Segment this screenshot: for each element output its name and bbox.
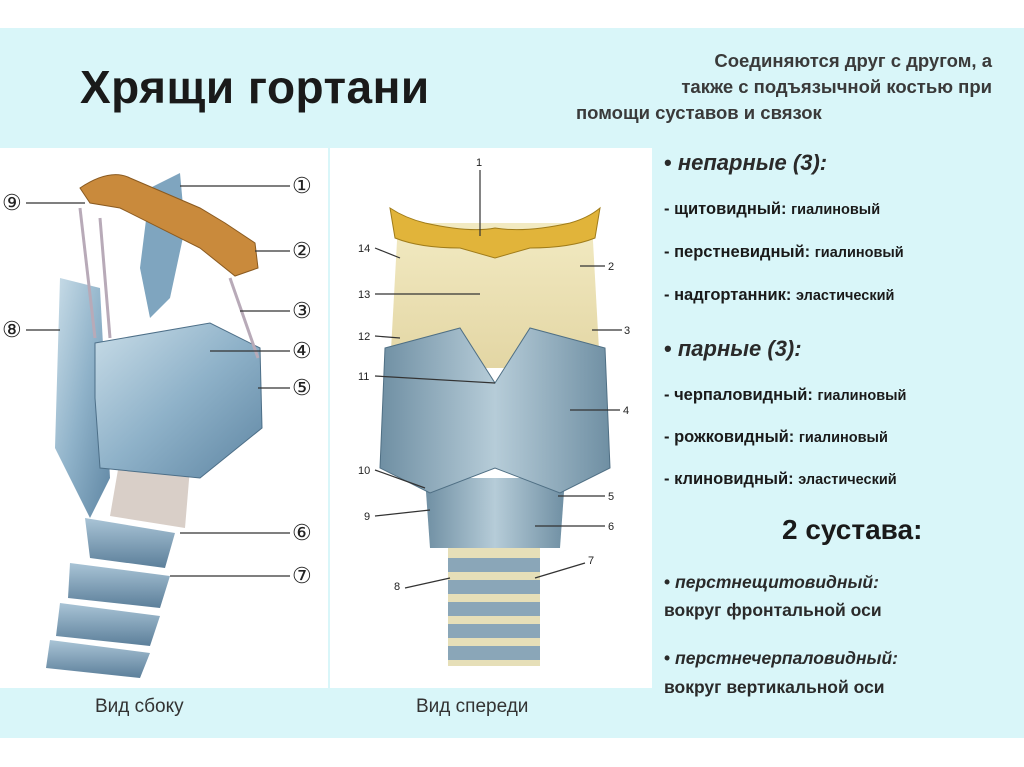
subtitle: Соединяются друг с другом, а также с под… xyxy=(572,48,992,126)
hyoid-bone xyxy=(79,174,259,277)
thyrohyoid-membrane xyxy=(390,223,600,368)
side-leader-lines xyxy=(26,185,290,577)
item-material: гиалиновый xyxy=(798,430,888,446)
subtitle-line-1: Соединяются друг с другом, а xyxy=(714,50,992,71)
front-hyoid xyxy=(389,206,601,259)
side-view-illustration: ① ② ③ ④ ⑤ ⑥ ⑦ ⑧ ⑨ xyxy=(2,173,312,678)
bullet: • xyxy=(664,336,672,361)
front-view-illustration: 1 2 3 4 5 6 7 8 9 10 11 12 13 14 xyxy=(358,157,630,666)
front-label-4: 4 xyxy=(623,405,629,417)
joint-2-name: • перстнечерпаловидный: xyxy=(664,648,898,669)
paired-item-arytenoid: - черпаловидный: гиалиновый xyxy=(664,386,906,405)
side-label-6: ⑥ xyxy=(292,520,312,545)
caption-front-view: Вид спереди xyxy=(416,696,529,717)
front-label-3: 3 xyxy=(624,325,630,337)
arytenoid-column xyxy=(55,278,110,518)
item-name: - щитовидный: xyxy=(664,200,787,218)
front-label-12: 12 xyxy=(358,331,370,343)
side-label-2: ② xyxy=(292,238,312,263)
item-name: - рожковидный: xyxy=(664,428,795,446)
front-label-1: 1 xyxy=(476,157,482,169)
subtitle-line-3: помощи суставов и связок xyxy=(576,102,822,123)
item-name: - перстневидный: xyxy=(664,243,811,261)
front-view-panel: 1 2 3 4 5 6 7 8 9 10 11 12 13 14 xyxy=(330,148,652,688)
unpaired-heading-text: непарные (3): xyxy=(677,150,828,175)
item-material: эластический xyxy=(795,288,895,304)
item-name: - черпаловидный: xyxy=(664,386,813,404)
joint-1-axis: вокруг фронтальной оси xyxy=(664,600,882,620)
paired-item-cuneiform: - клиновидный: эластический xyxy=(664,470,897,489)
page-title: Хрящи гортани xyxy=(80,61,430,113)
unpaired-item-cricoid: - перстневидный: гиалиновый xyxy=(664,243,904,262)
front-label-14: 14 xyxy=(358,243,370,255)
joint-1-name: • перстнещитовидный: xyxy=(664,572,879,593)
side-label-7: ⑦ xyxy=(292,563,312,588)
side-label-9: ⑨ xyxy=(2,190,22,215)
bullet: • xyxy=(664,150,672,175)
unpaired-item-thyroid: - щитовидный: гиалиновый xyxy=(664,200,880,219)
side-view-panel: ① ② ③ ④ ⑤ ⑥ ⑦ ⑧ ⑨ xyxy=(0,148,328,688)
bullet: • xyxy=(664,648,671,668)
front-label-9: 9 xyxy=(364,511,370,523)
joint-name: перстнечерпаловидный: xyxy=(675,648,899,668)
unpaired-heading: • непарные (3): xyxy=(664,150,827,176)
side-label-4: ④ xyxy=(292,338,312,363)
unpaired-item-epiglottis: - надгортанник: эластический xyxy=(664,286,894,305)
thyroid-cartilage xyxy=(94,322,263,479)
trachea-rings xyxy=(46,518,175,678)
item-material: гиалиновый xyxy=(814,245,904,261)
joint-name: перстнещитовидный: xyxy=(675,572,879,592)
subtitle-line-2: также с подъязычной костью при xyxy=(681,76,992,97)
item-name: - клиновидный: xyxy=(664,470,794,488)
front-label-8: 8 xyxy=(394,581,400,593)
front-label-7: 7 xyxy=(588,555,594,567)
side-label-8: ⑧ xyxy=(2,317,22,342)
front-trachea xyxy=(448,548,540,666)
ligaments xyxy=(78,207,260,359)
bullet: • xyxy=(664,572,671,592)
paired-item-corniculate: - рожковидный: гиалиновый xyxy=(664,428,888,447)
item-name: - надгортанник: xyxy=(664,286,792,304)
joints-heading: 2 сустава: xyxy=(782,514,923,545)
front-label-6: 6 xyxy=(608,521,614,533)
front-label-13: 13 xyxy=(358,289,370,301)
paired-heading: • парные (3): xyxy=(664,336,802,362)
front-label-11: 11 xyxy=(358,371,369,383)
front-leader-lines xyxy=(374,170,622,589)
side-label-5: ⑤ xyxy=(292,375,312,400)
item-material: эластический xyxy=(798,472,897,488)
paired-heading-text: парные (3): xyxy=(677,336,802,361)
side-label-3: ③ xyxy=(292,298,312,323)
front-label-10: 10 xyxy=(358,465,370,477)
front-thyroid-cartilage xyxy=(379,327,611,494)
front-cricoid xyxy=(425,478,565,548)
front-label-2: 2 xyxy=(608,261,614,273)
front-label-5: 5 xyxy=(608,491,614,503)
item-material: гиалиновый xyxy=(817,388,907,404)
item-material: гиалиновый xyxy=(791,202,881,218)
side-label-1: ① xyxy=(292,173,312,198)
joint-2-axis: вокруг вертикальной оси xyxy=(664,677,885,697)
caption-side-view: Вид сбоку xyxy=(95,696,184,717)
